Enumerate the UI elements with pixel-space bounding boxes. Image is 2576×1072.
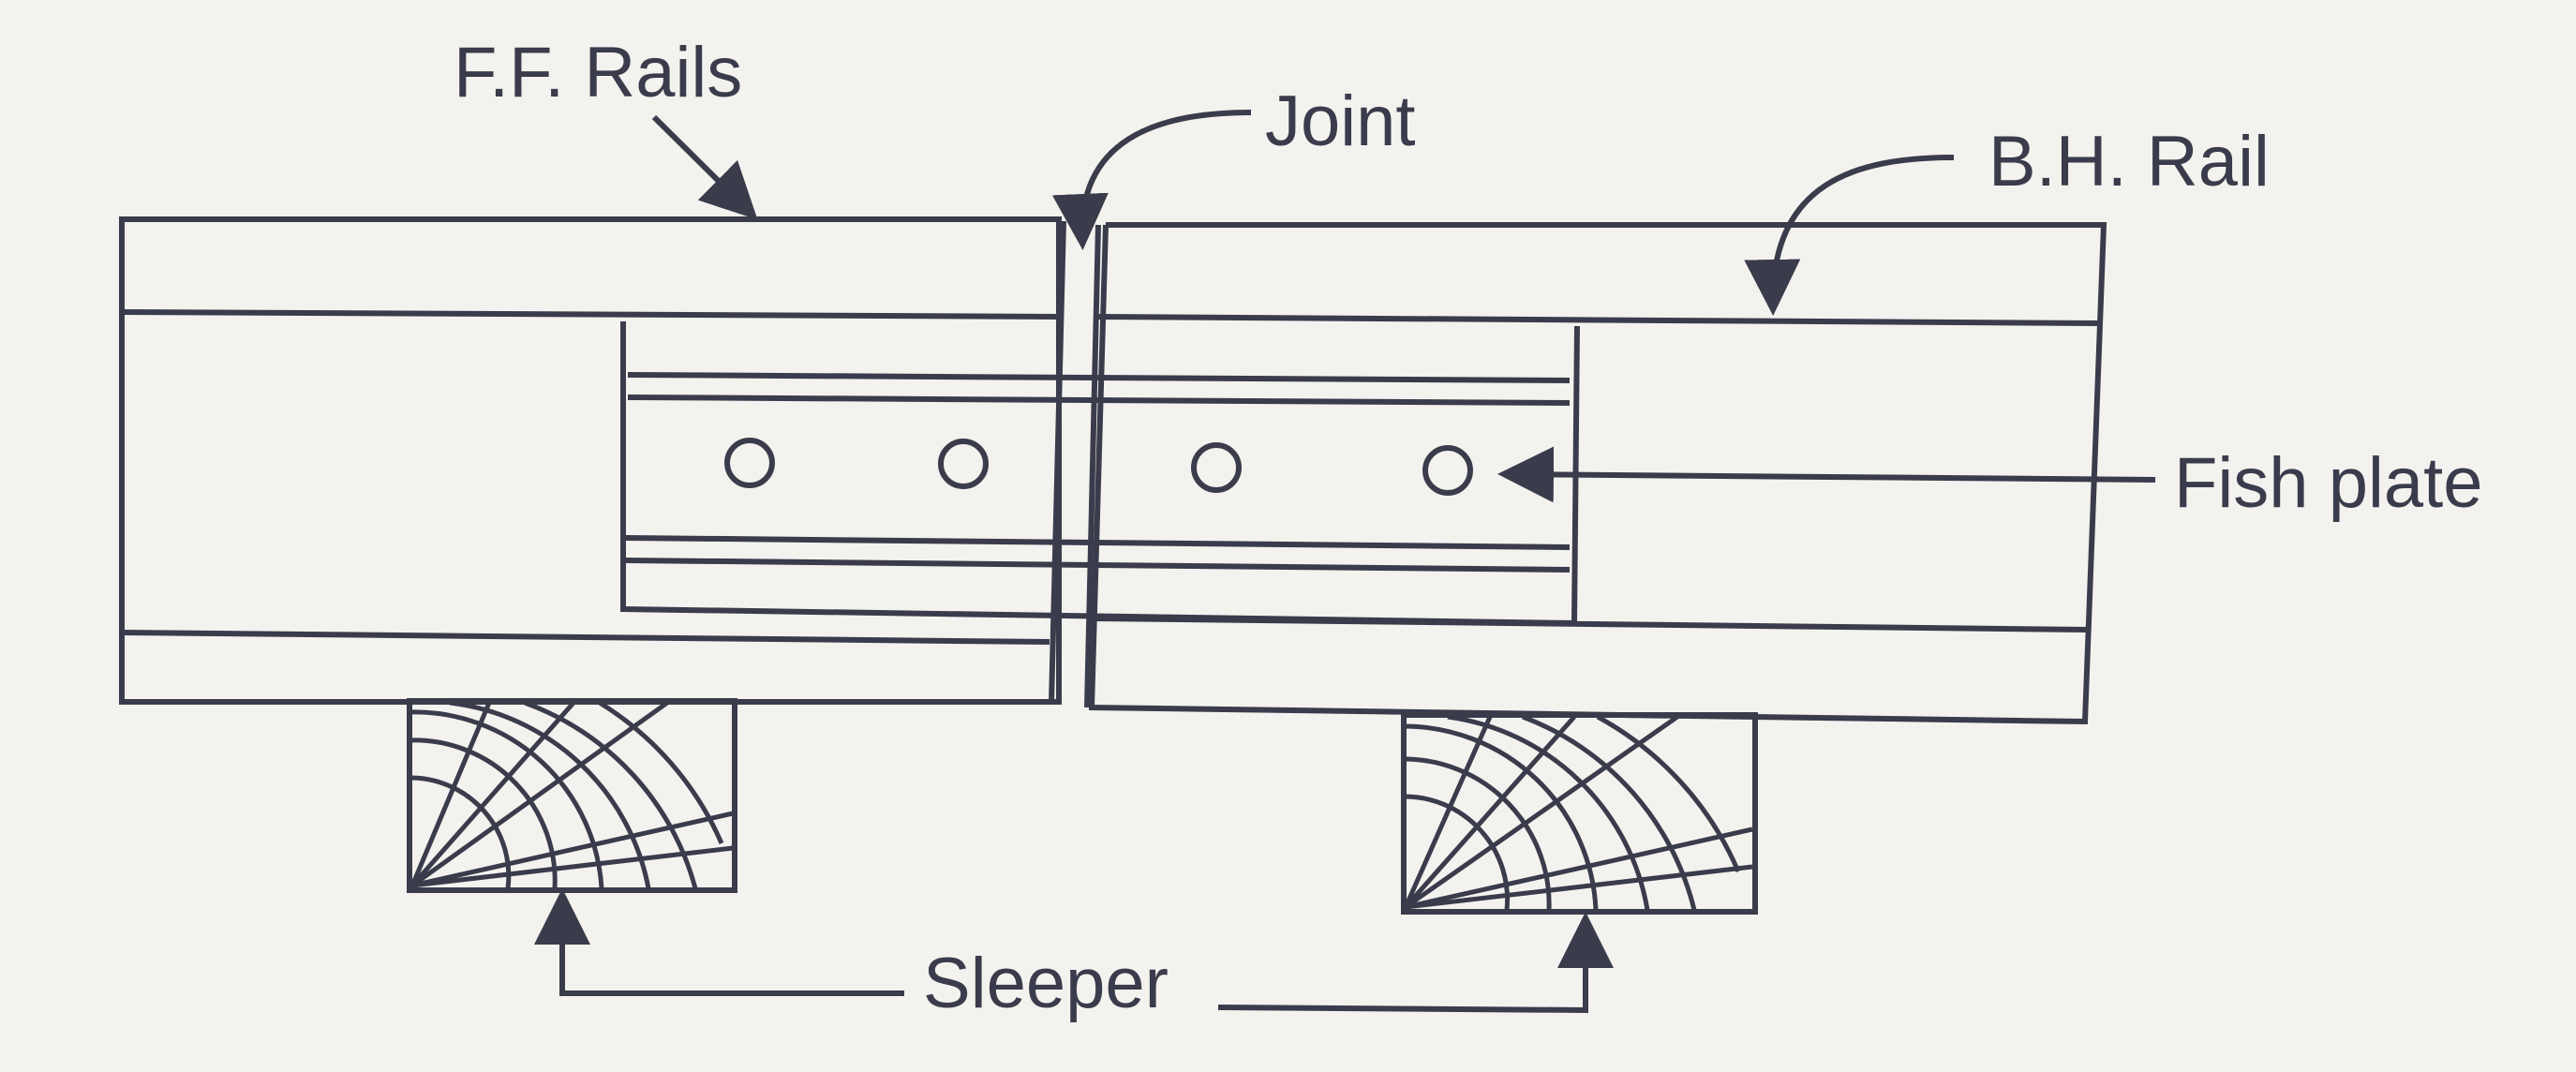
fish-plate-line-3: [625, 535, 1571, 550]
ff-rail-outline: [119, 216, 1062, 705]
bolt-hole-2: [938, 439, 989, 489]
sleeper-right: [1401, 712, 1758, 915]
sleeper-label: Sleeper: [923, 944, 1169, 1023]
joint-line-left: [1049, 220, 1066, 704]
fish-plate-label: Fish plate: [2174, 443, 2483, 523]
fish-plate-line-1: [627, 372, 1571, 383]
bolt-hole-1: [724, 438, 775, 488]
ff-rails-label: F.F. Rails: [454, 33, 743, 112]
sleeper-arrow-right: [1217, 912, 1614, 1014]
fish-plate: [620, 321, 1580, 627]
bh-rail-arrow: [1744, 155, 1955, 316]
fish-plate-arrow: [1497, 446, 2156, 503]
ff-rail: [119, 216, 1062, 705]
ff-rail-foot-line: [121, 630, 1050, 645]
bh-rail-head-line: [1097, 314, 2100, 326]
bolt-hole-3: [1191, 442, 1242, 493]
fish-plate-line-4: [625, 558, 1571, 573]
sleeper-left: [407, 698, 737, 893]
bolt-hole-4: [1422, 445, 1473, 496]
ff-rail-head-line: [121, 309, 1060, 320]
bh-rail-outline: [1088, 222, 2107, 725]
fish-plate-line-2: [627, 395, 1571, 406]
joint-label: Joint: [1265, 82, 1416, 161]
joint-arrow: [1051, 110, 1252, 250]
sleeper-arrow-left: [534, 888, 904, 996]
joint-line-right: [1084, 224, 1101, 708]
ff-rails-arrow: [651, 114, 758, 220]
bh-rail-label: B.H. Rail: [1988, 122, 2270, 201]
